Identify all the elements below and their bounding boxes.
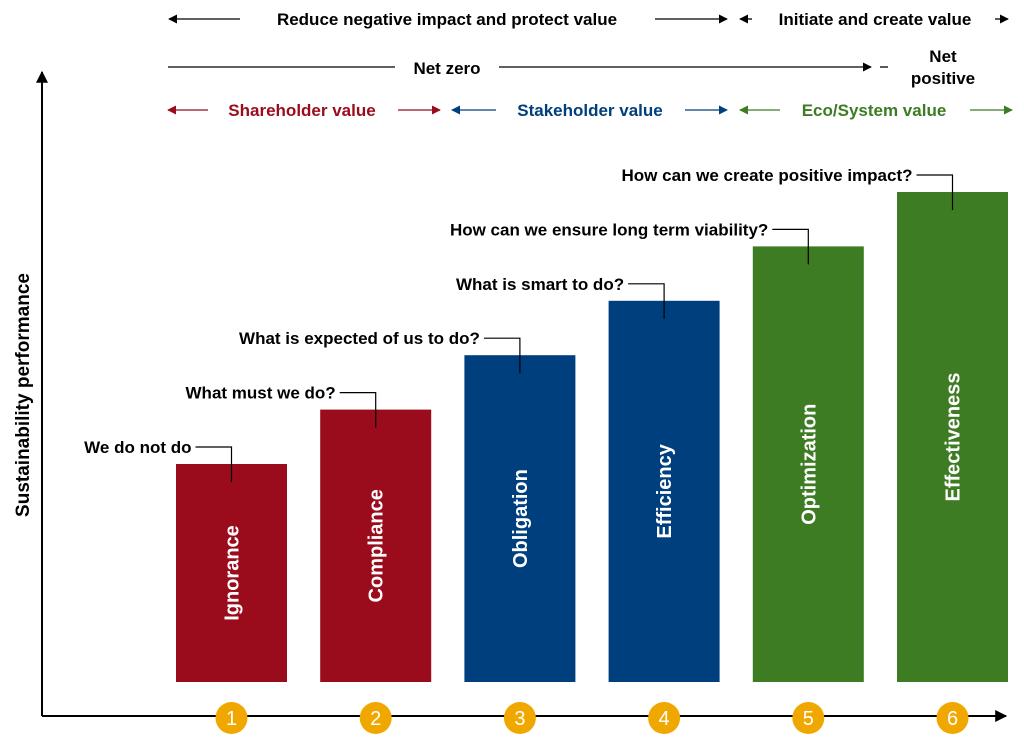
- bar-label-optimization: Optimization: [798, 404, 820, 525]
- bar-optimization: [752, 246, 864, 682]
- level-badge-number-1: 1: [226, 708, 237, 730]
- row-value-types: Shareholder value Stakeholder value Eco/…: [167, 101, 1013, 120]
- callout-leader-1: [195, 446, 233, 482]
- callout-question-4: What is smart to do?: [456, 275, 624, 294]
- row-net-targets: Net zero Net positive: [168, 47, 975, 88]
- callouts-layer: We do not do What must we do? What is expe…: [84, 166, 954, 482]
- row2-right-text-line2: positive: [911, 69, 975, 88]
- callout-leader-3: [483, 337, 521, 374]
- callout-question-3: What is expected of us to do?: [239, 329, 480, 348]
- level-badge-number-4: 4: [659, 708, 670, 730]
- callout-question-6: How can we create positive impact?: [622, 166, 913, 185]
- level-badge-number-5: 5: [803, 708, 814, 730]
- row-value-scope: Reduce negative impact and protect value…: [168, 10, 1009, 29]
- level-badge-number-6: 6: [947, 708, 958, 730]
- callout-leader-5: [772, 228, 809, 265]
- bars-layer: Ignorance Compliance Obligation Efficiency O…: [176, 192, 1008, 682]
- bar-label-efficiency: Efficiency: [654, 443, 676, 538]
- level-badge-6: [936, 702, 969, 734]
- badges-layer: 1 2 3 4 5 6: [215, 702, 969, 734]
- bar-ignorance: [176, 464, 287, 682]
- shareholder-text: Shareholder value: [228, 101, 375, 120]
- stakeholder-text: Stakeholder value: [517, 101, 663, 120]
- y-axis-label: Sustainability performance: [13, 273, 34, 517]
- eco-text: Eco/System value: [802, 101, 947, 120]
- row1-left-text: Reduce negative impact and protect value: [277, 10, 617, 29]
- callout-leader-4: [628, 283, 665, 319]
- callout-leader-6: [916, 174, 954, 210]
- bar-label-ignorance: Ignorance: [222, 525, 244, 621]
- level-badge-number-2: 2: [370, 708, 381, 730]
- callout-question-2: What must we do?: [186, 384, 336, 403]
- row2-left-text: Net zero: [413, 59, 480, 78]
- level-badge-3: [503, 702, 536, 734]
- level-badge-4: [648, 702, 681, 734]
- bar-compliance: [320, 409, 432, 682]
- level-badge-1: [215, 702, 248, 734]
- bar-efficiency: [608, 300, 720, 682]
- level-badge-2: [359, 702, 392, 734]
- bar-obligation: [464, 355, 576, 682]
- level-badge-5: [792, 702, 825, 734]
- row1-right-text: Initiate and create value: [779, 10, 972, 29]
- bar-label-compliance: Compliance: [366, 489, 388, 602]
- bar-label-obligation: Obligation: [510, 469, 532, 568]
- callout-leader-2: [339, 392, 377, 428]
- level-badge-number-3: 3: [514, 708, 525, 730]
- callout-question-1: We do not do: [84, 438, 191, 457]
- row2-right-text-line1: Net: [929, 47, 957, 66]
- bar-label-effectiveness: Effectiveness: [943, 373, 965, 502]
- bar-effectiveness: [897, 192, 1008, 682]
- callout-question-5: How can we ensure long term viability?: [450, 220, 768, 239]
